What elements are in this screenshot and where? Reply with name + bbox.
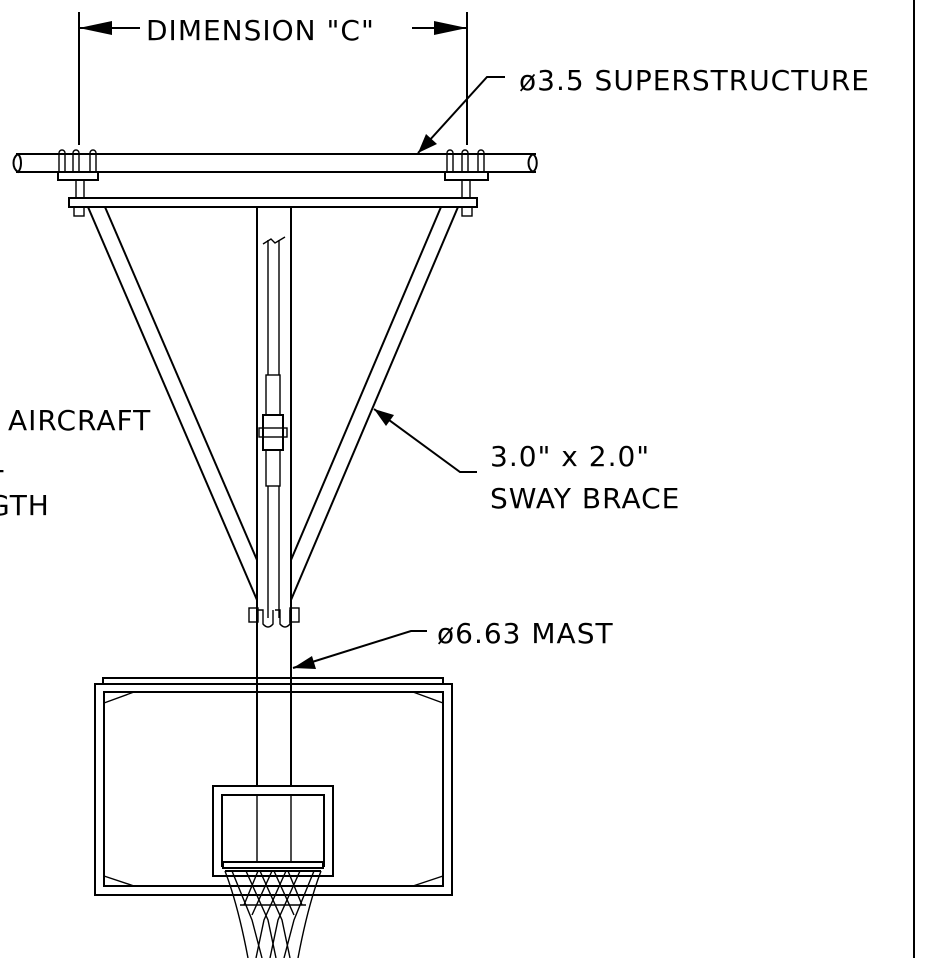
aircraft-note-line2: L bbox=[0, 446, 5, 479]
superstructure-pipe bbox=[12, 153, 538, 174]
superstructure-callout: ø3.5 SUPERSTRUCTURE bbox=[417, 64, 870, 154]
sway-brace-leader bbox=[373, 408, 477, 473]
brace-bracket bbox=[248, 607, 300, 628]
dimension-c-callout: DIMENSION "C" bbox=[78, 12, 468, 145]
superstructure-leader bbox=[417, 76, 505, 154]
right-sway-brace bbox=[290, 206, 459, 601]
dimension-label: DIMENSION "C" bbox=[146, 14, 375, 47]
sway-brace-label-name: SWAY BRACE bbox=[490, 482, 680, 515]
sway-brace-callout: 3.0" x 2.0" SWAY BRACE bbox=[373, 408, 680, 515]
mast-leader bbox=[292, 630, 427, 669]
sway-brace-label-size: 3.0" x 2.0" bbox=[490, 440, 650, 473]
right-pipe-clamp bbox=[444, 149, 489, 217]
superstructure-label: ø3.5 SUPERSTRUCTURE bbox=[519, 64, 870, 97]
left-pipe-clamp bbox=[57, 149, 99, 217]
dimension-arrow-left bbox=[79, 21, 112, 35]
sway-brace-arrow bbox=[374, 409, 394, 426]
aircraft-note: AIRCRAFT L GTH bbox=[0, 404, 151, 522]
net bbox=[224, 870, 322, 959]
rim bbox=[222, 861, 324, 872]
dimension-arrow-right bbox=[434, 21, 467, 35]
aircraft-note-line3: GTH bbox=[0, 489, 50, 522]
mast-arrow bbox=[293, 656, 316, 669]
aircraft-note-line1: AIRCRAFT bbox=[8, 404, 151, 437]
mast-callout: ø6.63 MAST bbox=[292, 617, 614, 669]
mast-label: ø6.63 MAST bbox=[437, 617, 614, 650]
top-crossbar-plate bbox=[68, 197, 478, 208]
height-adjust-rod bbox=[258, 236, 288, 618]
superstructure-arrow bbox=[418, 134, 437, 153]
left-sway-brace bbox=[87, 206, 258, 601]
